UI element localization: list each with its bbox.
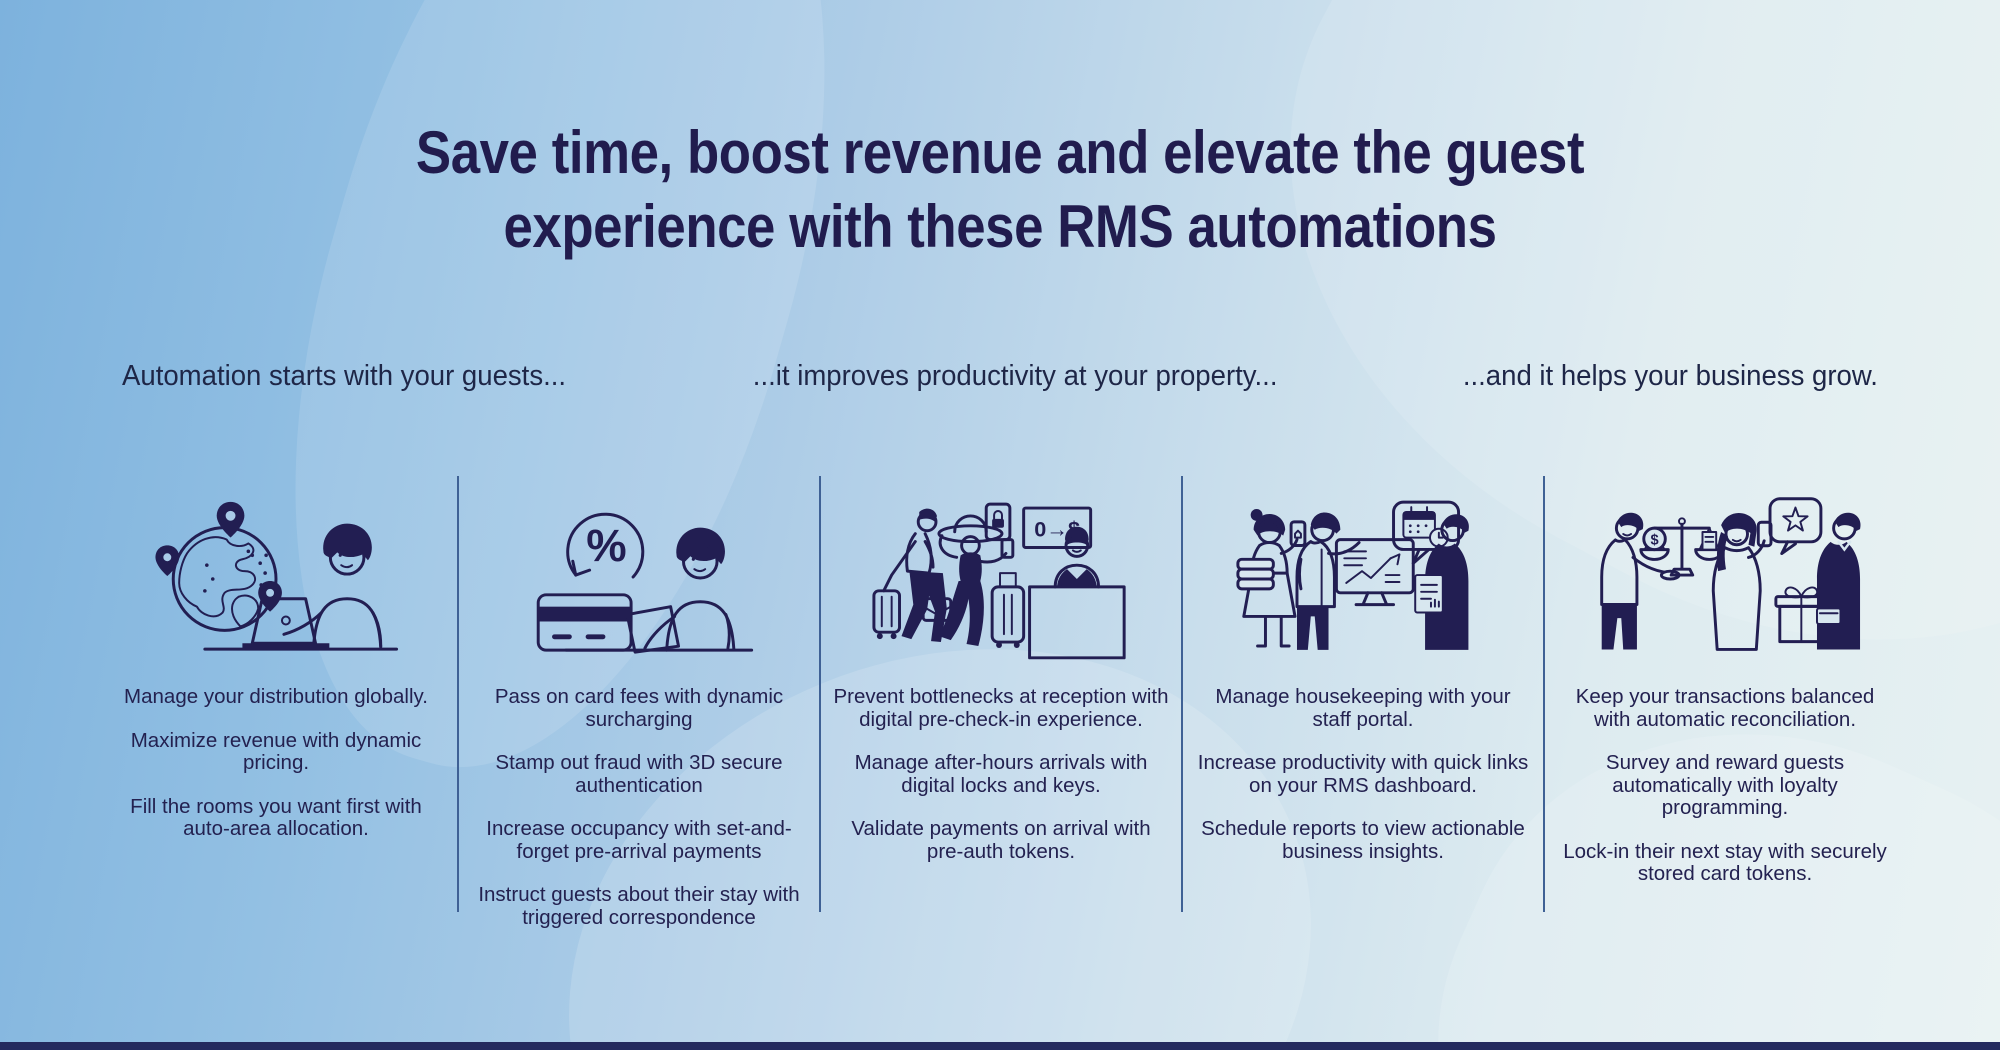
- section-headers: Automation starts with your guests... ..…: [0, 358, 2000, 394]
- globe-laptop-icon: [155, 501, 399, 651]
- automation-point: Fill the rooms you want first with auto-…: [130, 794, 422, 840]
- page-title: Save time, boost revenue and elevate the…: [120, 116, 1880, 264]
- automation-point: Manage after-hours arrivals with digital…: [854, 751, 1148, 797]
- column-points: Pass on card fees with dynamic surchargi…: [471, 685, 807, 929]
- automation-point: Validate payments on arrival with pre-au…: [851, 817, 1151, 863]
- section-header-productivity: ...it improves productivity at your prop…: [752, 360, 1278, 392]
- automation-point: Schedule reports to view actionable busi…: [1201, 817, 1525, 863]
- bottom-accent-bar: [0, 1042, 2000, 1050]
- automation-column: 0→$: [819, 476, 1181, 912]
- automation-point: Manage your distribution globally.: [124, 685, 428, 708]
- automation-point: Keep your transactions balanced with aut…: [1575, 685, 1875, 731]
- staff-portal-illustration: [1195, 476, 1531, 662]
- globe-distribution-illustration: [107, 476, 445, 662]
- automation-point: Prevent bottlenecks at reception with di…: [833, 685, 1169, 731]
- automation-point: Lock-in their next stay with securely st…: [1563, 839, 1887, 885]
- loyalty-illustration: $: [1557, 476, 1893, 662]
- reception-illustration: 0→$: [833, 476, 1169, 662]
- coin-dollar-symbol: $: [1650, 533, 1658, 549]
- staff-dashboard-icon: [1236, 500, 1469, 650]
- page-title-line2: experience with these RMS automations: [503, 193, 1497, 260]
- column-points: Keep your transactions balanced with aut…: [1557, 685, 1893, 886]
- automation-point: Survey and reward guests automatically w…: [1605, 751, 1845, 819]
- percent-symbol: %: [586, 520, 626, 571]
- section-header-growth: ...and it helps your business grow.: [1462, 360, 1878, 392]
- percent-card-icon: %: [536, 512, 754, 654]
- automation-point: Increase productivity with quick links o…: [1197, 751, 1529, 797]
- surcharging-illustration: %: [471, 476, 807, 662]
- automation-point: Increase occupancy with set-and-forget p…: [486, 817, 792, 863]
- automation-column: % Pas: [457, 476, 819, 928]
- automation-point: Maximize revenue with dynamic pricing.: [130, 728, 422, 774]
- column-points: Manage housekeeping with your staff port…: [1195, 685, 1531, 863]
- automation-point: Manage housekeeping with your staff port…: [1215, 685, 1511, 731]
- automation-point: Pass on card fees with dynamic surchargi…: [494, 685, 784, 731]
- automation-column: $: [1543, 476, 1905, 912]
- reception-desk-icon: 0→$: [872, 502, 1126, 660]
- automation-point: Stamp out fraud with 3D secure authentic…: [495, 751, 783, 797]
- page-title-line1: Save time, boost revenue and elevate the…: [415, 119, 1585, 186]
- balance-rewards-icon: $: [1600, 497, 1861, 651]
- automation-columns: Manage your distribution globally. Maxim…: [95, 476, 1905, 928]
- automation-column: Manage housekeeping with your staff port…: [1181, 476, 1543, 912]
- automation-column: Manage your distribution globally. Maxim…: [95, 476, 457, 912]
- column-points: Manage your distribution globally. Maxim…: [107, 685, 445, 841]
- section-header-guests: Automation starts with your guests...: [122, 360, 567, 392]
- automation-point: Instruct guests about their stay with tr…: [478, 883, 800, 929]
- column-points: Prevent bottlenecks at reception with di…: [833, 685, 1169, 863]
